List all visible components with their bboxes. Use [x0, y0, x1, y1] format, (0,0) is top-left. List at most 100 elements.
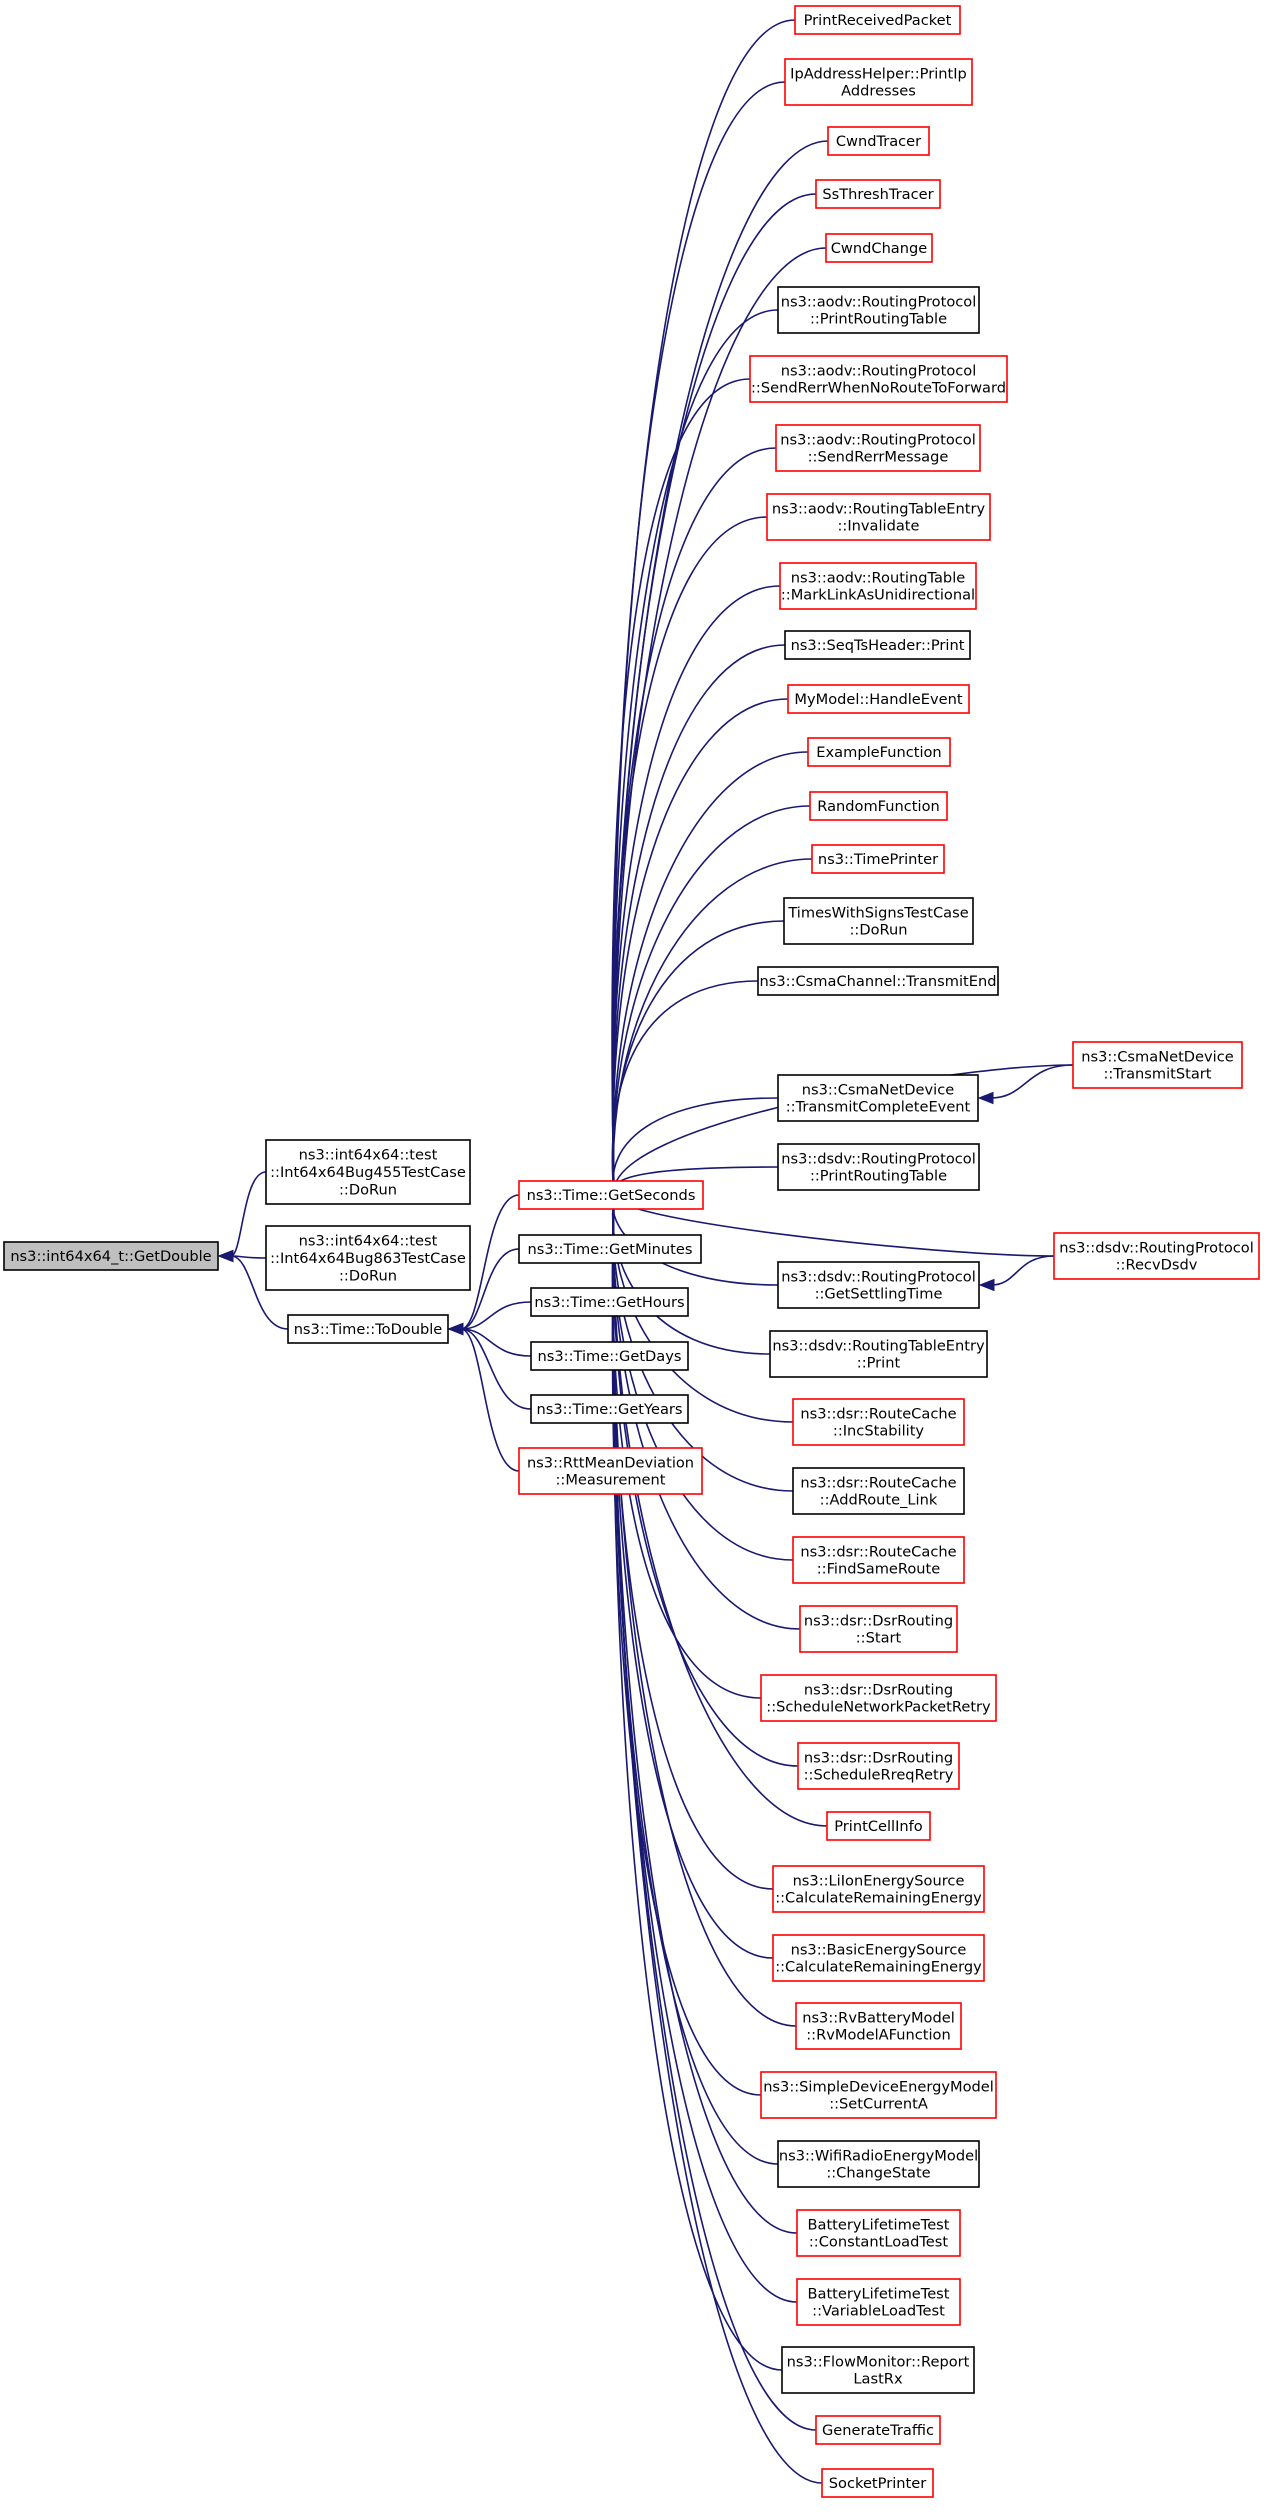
- node-dsr_addroute[interactable]: ns3::dsr::RouteCache::AddRoute_Link: [792, 1467, 965, 1515]
- node-mymodel[interactable]: MyModel::HandleEvent: [787, 684, 970, 714]
- node-box-printcell[interactable]: [826, 1811, 931, 1841]
- node-bug863[interactable]: ns3::int64x64::test::Int64x64Bug863TestC…: [265, 1225, 471, 1291]
- node-box-gentraffic[interactable]: [815, 2415, 941, 2445]
- node-box-printreceived[interactable]: [794, 5, 961, 35]
- node-box-flowmon[interactable]: [781, 2346, 975, 2394]
- node-socketprinter[interactable]: SocketPrinter: [821, 2468, 934, 2498]
- node-box-root[interactable]: [3, 1241, 219, 1271]
- node-aodv_invalidate[interactable]: ns3::aodv::RoutingTableEntry::Invalidate: [766, 493, 991, 541]
- node-liion[interactable]: ns3::LiIonEnergySource::CalculateRemaini…: [772, 1865, 985, 1913]
- node-box-randomfn[interactable]: [809, 791, 948, 821]
- node-box-bug863[interactable]: [265, 1225, 471, 1291]
- node-box-getdays[interactable]: [530, 1341, 689, 1371]
- node-todouble[interactable]: ns3::Time::ToDouble: [287, 1314, 449, 1344]
- node-box-aodv_marklink[interactable]: [779, 562, 977, 610]
- node-timeprinter[interactable]: ns3::TimePrinter: [811, 844, 945, 874]
- node-rvbattery[interactable]: ns3::RvBatteryModel::RvModelAFunction: [795, 2002, 962, 2050]
- node-rttmean[interactable]: ns3::RttMeanDeviation::Measurement: [518, 1447, 703, 1495]
- node-ssthresh[interactable]: SsThreshTracer: [815, 179, 941, 209]
- node-csmadev_start[interactable]: ns3::CsmaNetDevice::TransmitStart: [1072, 1041, 1243, 1089]
- node-box-dsdv_print[interactable]: [777, 1143, 980, 1191]
- node-csmadev_complete[interactable]: ns3::CsmaNetDevice::TransmitCompleteEven…: [777, 1074, 979, 1122]
- node-box-dsr_start[interactable]: [799, 1605, 958, 1653]
- node-dsdv_print[interactable]: ns3::dsdv::RoutingProtocol::PrintRouting…: [777, 1143, 980, 1191]
- node-box-timeprinter[interactable]: [811, 844, 945, 874]
- node-box-dsdv_settling[interactable]: [777, 1261, 980, 1309]
- node-box-csmadev_complete[interactable]: [777, 1074, 979, 1122]
- node-root[interactable]: ns3::int64x64_t::GetDouble: [3, 1241, 219, 1271]
- node-simpledevice[interactable]: ns3::SimpleDeviceEnergyModel::SetCurrent…: [760, 2071, 997, 2119]
- node-batt_const[interactable]: BatteryLifetimeTest::ConstantLoadTest: [796, 2209, 961, 2257]
- node-printcell[interactable]: PrintCellInfo: [826, 1811, 931, 1841]
- node-getdays[interactable]: ns3::Time::GetDays: [530, 1341, 689, 1371]
- node-box-rttmean[interactable]: [518, 1447, 703, 1495]
- node-box-getseconds[interactable]: [518, 1180, 704, 1210]
- node-aodv_rerr_msg[interactable]: ns3::aodv::RoutingProtocol::SendRerrMess…: [775, 424, 981, 472]
- node-box-aodv_print[interactable]: [777, 286, 980, 334]
- node-dsr_schedrreq[interactable]: ns3::dsr::DsrRouting::ScheduleRreqRetry: [797, 1742, 960, 1790]
- node-box-getminutes[interactable]: [518, 1234, 702, 1264]
- node-box-csmachannel[interactable]: [757, 966, 999, 996]
- node-box-basicenergy[interactable]: [772, 1934, 985, 1982]
- node-box-bug455[interactable]: [265, 1139, 471, 1205]
- node-csmachannel[interactable]: ns3::CsmaChannel::TransmitEnd: [757, 966, 999, 996]
- node-aodv_marklink[interactable]: ns3::aodv::RoutingTable::MarkLinkAsUnidi…: [779, 562, 977, 610]
- node-aodv_print[interactable]: ns3::aodv::RoutingProtocol::PrintRouting…: [777, 286, 980, 334]
- node-box-dsdv_recv[interactable]: [1053, 1232, 1260, 1280]
- node-box-dsr_schednet[interactable]: [760, 1674, 997, 1722]
- node-aodv_rerr_noroute[interactable]: ns3::aodv::RoutingProtocol::SendRerrWhen…: [749, 355, 1008, 403]
- node-box-aodv_invalidate[interactable]: [766, 493, 991, 541]
- node-dsr_findsame[interactable]: ns3::dsr::RouteCache::FindSameRoute: [792, 1536, 965, 1584]
- node-box-aodv_rerr_noroute[interactable]: [749, 355, 1008, 403]
- node-cwndchange[interactable]: CwndChange: [825, 233, 933, 263]
- node-randomfn[interactable]: RandomFunction: [809, 791, 948, 821]
- node-box-cwndchange[interactable]: [825, 233, 933, 263]
- node-box-todouble[interactable]: [287, 1314, 449, 1344]
- node-box-wifiradio[interactable]: [777, 2140, 980, 2188]
- node-basicenergy[interactable]: ns3::BasicEnergySource::CalculateRemaini…: [772, 1934, 985, 1982]
- node-dsr_schednet[interactable]: ns3::dsr::DsrRouting::ScheduleNetworkPac…: [760, 1674, 997, 1722]
- node-timeswithsigns[interactable]: TimesWithSignsTestCase::DoRun: [783, 897, 974, 945]
- node-box-dsr_findsame[interactable]: [792, 1536, 965, 1584]
- node-cwndtracer[interactable]: CwndTracer: [827, 126, 930, 156]
- node-box-ipaddr[interactable]: [784, 58, 973, 106]
- node-box-aodv_rerr_msg[interactable]: [775, 424, 981, 472]
- node-box-batt_const[interactable]: [796, 2209, 961, 2257]
- node-dsdv_recv[interactable]: ns3::dsdv::RoutingProtocol::RecvDsdv: [1053, 1232, 1260, 1280]
- node-box-batt_var[interactable]: [796, 2278, 961, 2326]
- node-dsdv_entry[interactable]: ns3::dsdv::RoutingTableEntry::Print: [769, 1330, 988, 1378]
- node-box-socketprinter[interactable]: [821, 2468, 934, 2498]
- node-box-mymodel[interactable]: [787, 684, 970, 714]
- node-box-rvbattery[interactable]: [795, 2002, 962, 2050]
- node-box-getyears[interactable]: [530, 1394, 689, 1424]
- node-seqts[interactable]: ns3::SeqTsHeader::Print: [784, 630, 971, 660]
- node-box-csmadev_start[interactable]: [1072, 1041, 1243, 1089]
- node-getminutes[interactable]: ns3::Time::GetMinutes: [518, 1234, 702, 1264]
- node-box-dsdv_entry[interactable]: [769, 1330, 988, 1378]
- node-bug455[interactable]: ns3::int64x64::test::Int64x64Bug455TestC…: [265, 1139, 471, 1205]
- node-box-dsr_inc[interactable]: [792, 1398, 965, 1446]
- node-box-timeswithsigns[interactable]: [783, 897, 974, 945]
- node-examplefn[interactable]: ExampleFunction: [807, 737, 951, 767]
- node-box-gethours[interactable]: [530, 1287, 689, 1317]
- node-box-dsr_schedrreq[interactable]: [797, 1742, 960, 1790]
- node-box-simpledevice[interactable]: [760, 2071, 997, 2119]
- node-dsdv_settling[interactable]: ns3::dsdv::RoutingProtocol::GetSettlingT…: [777, 1261, 980, 1309]
- node-dsr_inc[interactable]: ns3::dsr::RouteCache::IncStability: [792, 1398, 965, 1446]
- node-box-liion[interactable]: [772, 1865, 985, 1913]
- node-batt_var[interactable]: BatteryLifetimeTest::VariableLoadTest: [796, 2278, 961, 2326]
- node-gethours[interactable]: ns3::Time::GetHours: [530, 1287, 689, 1317]
- node-printreceived[interactable]: PrintReceivedPacket: [794, 5, 961, 35]
- node-box-cwndtracer[interactable]: [827, 126, 930, 156]
- node-box-ssthresh[interactable]: [815, 179, 941, 209]
- node-getseconds[interactable]: ns3::Time::GetSeconds: [518, 1180, 704, 1210]
- node-wifiradio[interactable]: ns3::WifiRadioEnergyModel::ChangeState: [777, 2140, 980, 2188]
- node-box-examplefn[interactable]: [807, 737, 951, 767]
- node-getyears[interactable]: ns3::Time::GetYears: [530, 1394, 689, 1424]
- node-box-dsr_addroute[interactable]: [792, 1467, 965, 1515]
- node-box-seqts[interactable]: [784, 630, 971, 660]
- node-dsr_start[interactable]: ns3::dsr::DsrRouting::Start: [799, 1605, 958, 1653]
- node-gentraffic[interactable]: GenerateTraffic: [815, 2415, 941, 2445]
